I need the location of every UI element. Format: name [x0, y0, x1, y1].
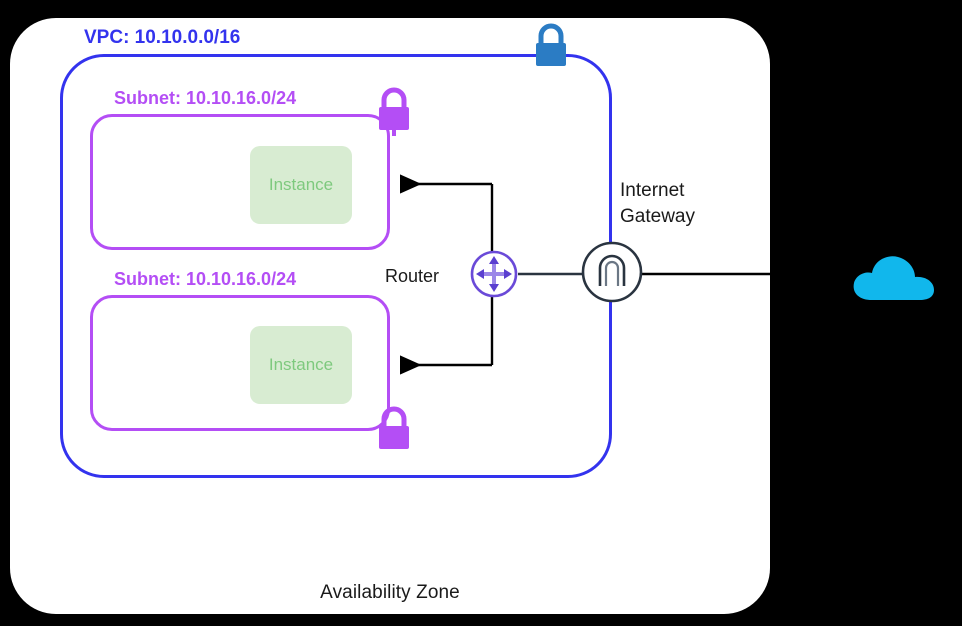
cloud-icon — [848, 250, 940, 311]
router-crosshair-icon[interactable] — [469, 249, 519, 304]
availability-zone-label: Availability Zone — [320, 582, 460, 603]
subnet-2-label: Subnet: 10.10.16.0/24 — [114, 269, 297, 289]
subnet-1-instance[interactable]: Instance — [250, 146, 352, 224]
vpc-lock-icon — [529, 22, 573, 77]
subnet-1-label: Subnet: 10.10.16.0/24 — [114, 88, 297, 108]
subnet-1-boundary — [90, 114, 390, 250]
router-label: Router — [385, 266, 440, 286]
internet-gateway-label-line-1: Internet — [620, 180, 685, 201]
internet-gateway-arch-icon[interactable] — [580, 240, 644, 309]
subnet-2-lock-icon — [372, 405, 416, 460]
internet-gateway-label-line-2: Gateway — [620, 205, 695, 227]
vpc-label: VPC: 10.10.0.0/16 — [84, 27, 241, 48]
subnet-2-instance[interactable]: Instance — [250, 326, 352, 404]
instance-label: Instance — [268, 175, 334, 194]
subnet-1-lock-icon — [372, 86, 416, 141]
instance-label: Instance — [268, 355, 334, 374]
subnet-2-boundary — [90, 295, 390, 431]
internet-gateway-label: Internet Gateway — [620, 178, 695, 229]
